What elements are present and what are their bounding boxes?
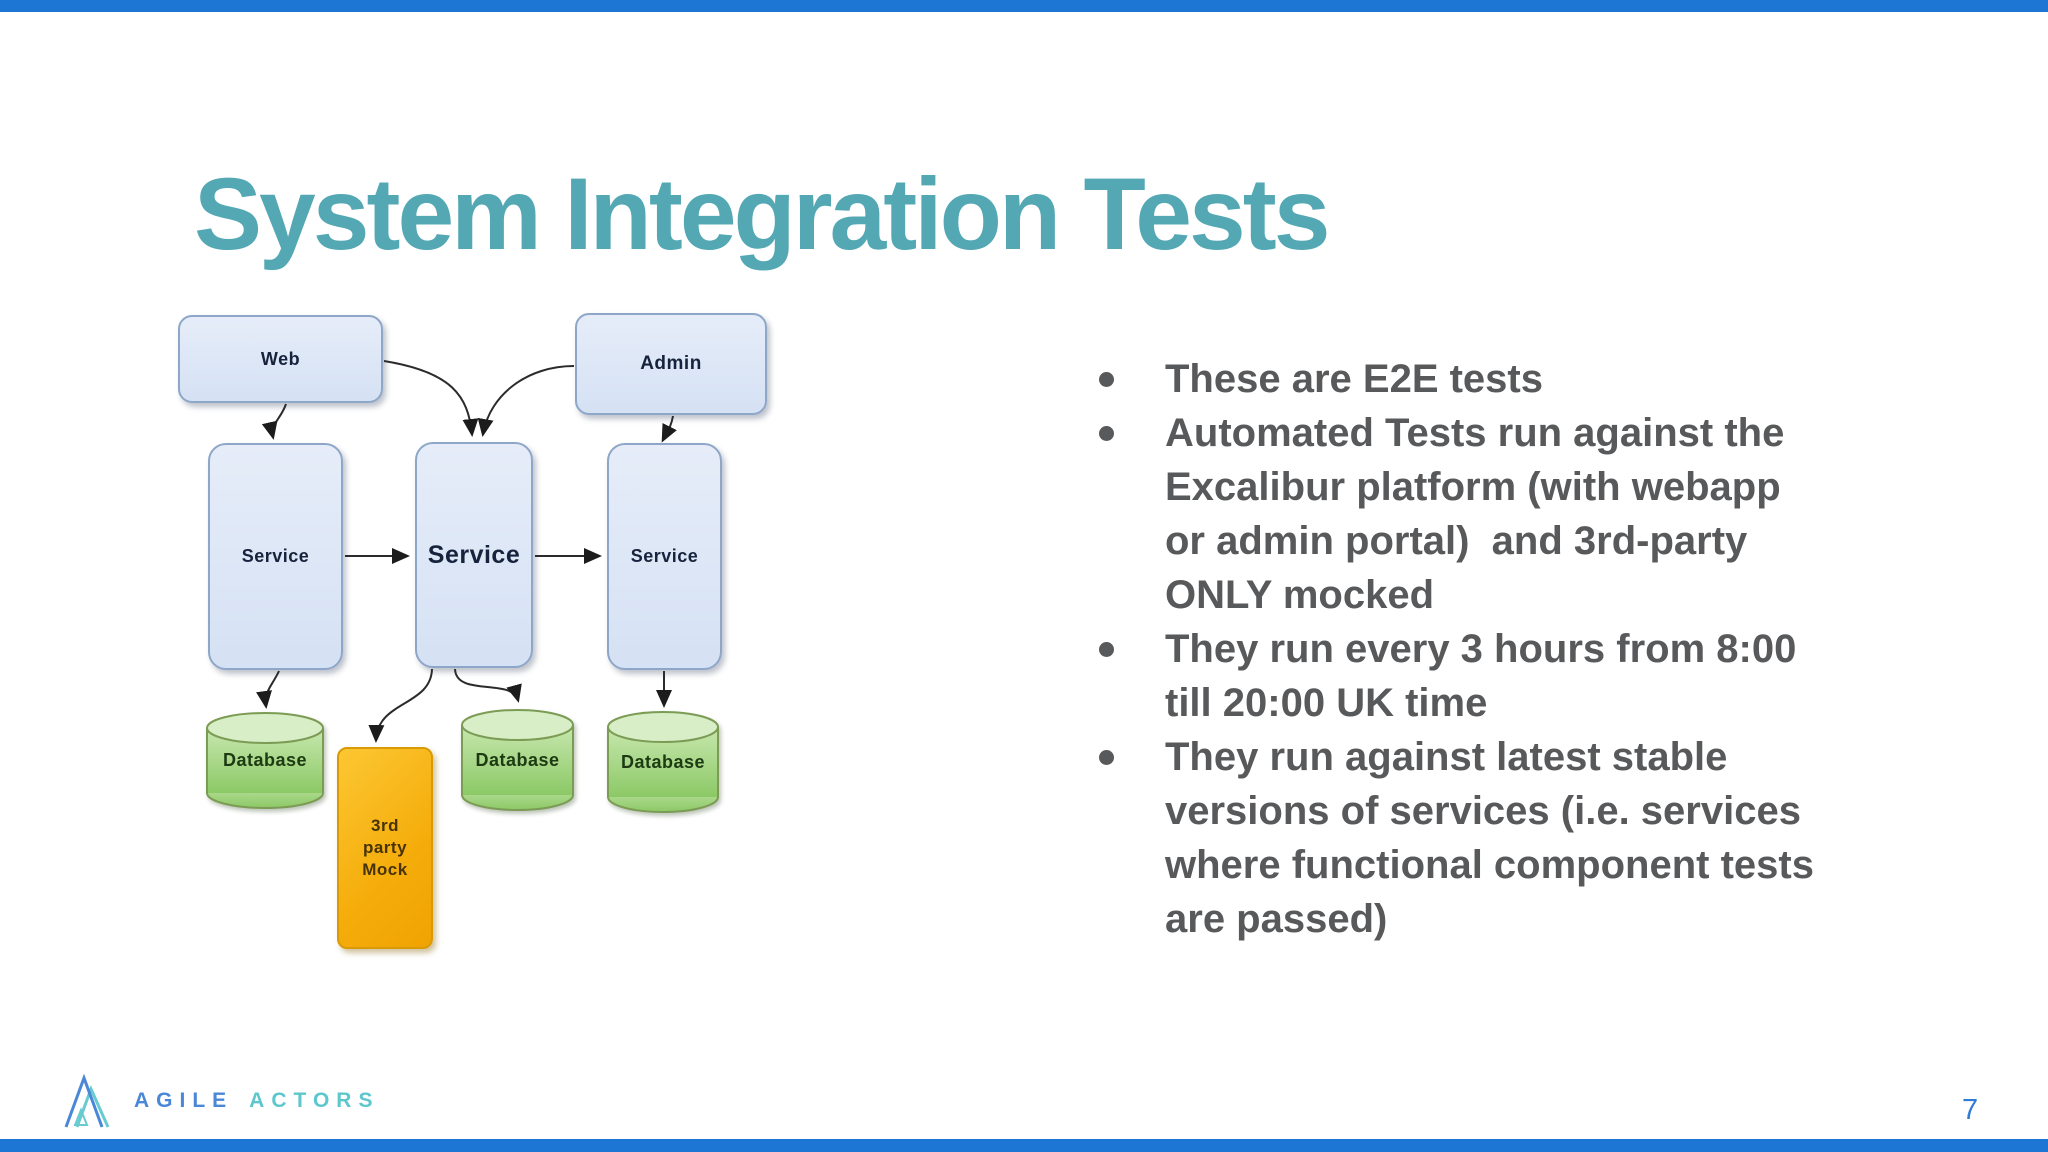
bullet-list: These are E2E tests Automated Tests run … — [1097, 352, 1997, 946]
arrow-admin-to-service-right — [661, 415, 677, 443]
bullet-item: They run against latest stable versions … — [1097, 730, 1997, 946]
top-accent-bar — [0, 0, 2048, 12]
admin-node-label: Admin — [640, 353, 702, 374]
web-node-label: Web — [260, 348, 301, 369]
web-node: Web — [178, 315, 383, 403]
service-middle-label: Service — [427, 540, 521, 569]
brand-word-actors: ACTORS — [249, 1089, 380, 1112]
database-right-label: Database — [620, 751, 706, 772]
admin-node: Admin — [575, 313, 767, 415]
arrow-web-to-service-left — [261, 403, 287, 440]
service-left-label: Service — [241, 546, 310, 566]
database-left-label: Database — [222, 750, 308, 770]
brand-word-agile: AGILE — [134, 1089, 234, 1112]
arrow-web-to-service-middle — [383, 360, 479, 437]
arrow-service-middle-to-database — [454, 668, 522, 703]
arrow-service-left-to-database — [256, 670, 280, 709]
bullet-item: Automated Tests run against the Excalibu… — [1097, 406, 1997, 622]
bullet-item: These are E2E tests — [1097, 352, 1997, 406]
brand-name: AGILE ACTORS — [134, 1089, 379, 1113]
page-title: System Integration Tests — [194, 157, 1330, 272]
service-left-node: Service — [208, 443, 343, 670]
third-party-mock-node: 3rd party Mock — [337, 747, 433, 949]
arrow-service-middle-to-mock — [368, 668, 433, 743]
page-number: 7 — [1962, 1094, 1979, 1126]
bottom-accent-bar — [0, 1139, 2048, 1152]
service-right-node: Service — [607, 443, 722, 670]
database-middle-label: Database — [475, 749, 560, 770]
agile-actors-logo-icon — [64, 1073, 110, 1128]
bullet-item: They run every 3 hours from 8:00 till 20… — [1097, 622, 1997, 730]
third-party-mock-label: 3rd party Mock — [362, 816, 408, 879]
service-right-label: Service — [630, 546, 699, 566]
arrow-admin-to-service-middle — [477, 365, 575, 437]
service-middle-node: Service — [415, 442, 533, 668]
